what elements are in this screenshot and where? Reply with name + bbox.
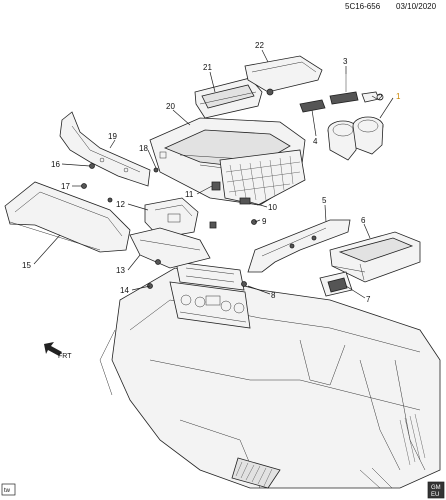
fastener-17 xyxy=(81,183,87,189)
leader-lines xyxy=(33,49,394,299)
part-2-bulb xyxy=(361,91,384,103)
fastener-9 xyxy=(251,219,257,225)
fastener-16 xyxy=(89,163,95,169)
part-5-side-trim xyxy=(247,219,351,273)
callout-12: 12 xyxy=(116,200,125,209)
svg-text:GM: GM xyxy=(431,485,441,491)
callout-9: 9 xyxy=(262,217,267,226)
callout-5: 5 xyxy=(322,196,327,205)
callout-7: 7 xyxy=(366,295,371,304)
callout-3: 3 xyxy=(343,57,348,66)
svg-text:EU: EU xyxy=(431,492,439,498)
callout-1: 1 xyxy=(396,92,401,101)
callout-11: 11 xyxy=(185,190,194,199)
callout-4: 4 xyxy=(313,137,318,146)
footer-left-badge: tw xyxy=(1,483,16,496)
diagram-date: 03/10/2020 xyxy=(396,2,437,11)
callout-2: 2 xyxy=(378,93,383,102)
instrument-panel-body xyxy=(99,267,441,489)
part-6-storage-bin xyxy=(329,231,421,283)
front-direction-indicator: FRT xyxy=(44,342,72,360)
callout-16: 16 xyxy=(51,160,60,169)
callout-15: 15 xyxy=(22,261,31,270)
front-label: FRT xyxy=(58,353,72,360)
part-21-storage-tray xyxy=(194,77,263,119)
callout-22: 22 xyxy=(255,41,264,50)
diagram-code: 5C16-656 xyxy=(345,2,381,11)
part-22-lid xyxy=(244,55,323,96)
callout-8: 8 xyxy=(271,291,276,300)
callout-labels: 1 2 3 4 5 6 7 8 9 10 11 12 13 14 15 16 1… xyxy=(22,41,401,304)
callout-19: 19 xyxy=(108,132,117,141)
callout-21: 21 xyxy=(203,63,212,72)
fastener-15 xyxy=(107,197,113,203)
fastener-10 xyxy=(239,197,251,205)
fastener-8 xyxy=(241,281,247,287)
part-1-cup-holder xyxy=(327,116,384,161)
callout-20: 20 xyxy=(166,102,175,111)
callout-17: 17 xyxy=(61,182,70,191)
footer-right-badge: GM EU xyxy=(427,481,445,499)
part-7-power-outlet xyxy=(319,271,353,297)
fastener-18 xyxy=(153,167,159,173)
floor-vent xyxy=(231,457,281,489)
part-3-socket xyxy=(329,74,359,105)
callout-10: 10 xyxy=(268,203,277,212)
part-20-console-frame xyxy=(149,117,306,206)
callout-18: 18 xyxy=(139,144,148,153)
fasteners xyxy=(81,163,257,289)
part-15-armrest xyxy=(4,181,131,253)
part-4-clip xyxy=(299,99,326,113)
svg-text:tw: tw xyxy=(4,488,11,494)
fastener-11 xyxy=(211,181,221,191)
fastener-11b xyxy=(209,221,217,229)
part-13-bracket xyxy=(129,227,211,269)
front-arrow-icon xyxy=(44,342,62,356)
callout-13: 13 xyxy=(116,266,125,275)
hvac-control-panel xyxy=(169,261,251,329)
callout-6: 6 xyxy=(361,216,366,225)
callout-14: 14 xyxy=(120,286,129,295)
part-19-side-trim xyxy=(59,111,151,187)
